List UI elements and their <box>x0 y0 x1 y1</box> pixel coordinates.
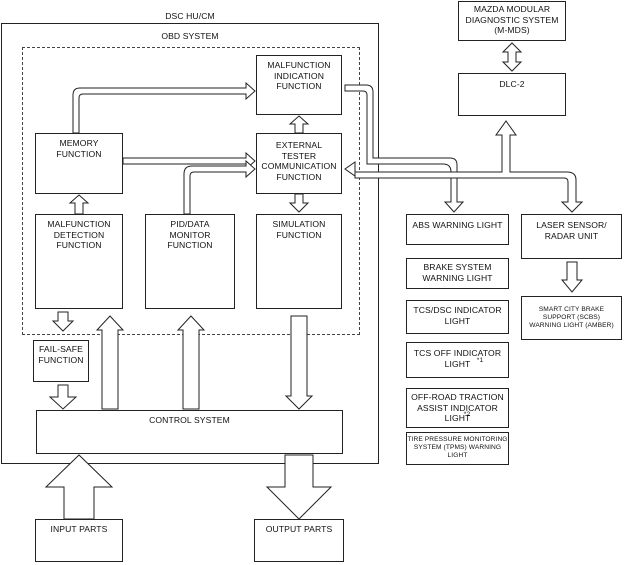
arrow-tester-to-indication <box>288 115 310 134</box>
scbs-warning-block <box>521 296 622 340</box>
arrow-tester-to-simulation <box>288 193 310 213</box>
tcs-off-indicator-label: TCS OFF INDICATOR LIGHT <box>413 348 502 369</box>
off-road-traction-block <box>406 388 509 428</box>
arrow-laser-to-scbs <box>560 261 584 293</box>
arrow-input-to-control <box>44 454 114 520</box>
arrow-memory-to-indication <box>72 81 256 134</box>
arrow-control-to-detection <box>95 315 125 410</box>
mds-label: MAZDA MODULAR DIAGNOSTIC SYSTEM (M-MDS) <box>465 4 559 35</box>
arrow-simulation-to-control <box>284 315 314 410</box>
simulation-label: SIMULATION FUNCTION <box>272 219 326 240</box>
tpms-warning-label: TIRE PRESSURE MONITORING SYSTEM (TPMS) W… <box>407 436 508 459</box>
arrow-tester-bus <box>344 120 584 213</box>
fail-safe-block <box>33 340 89 382</box>
pid-data-monitor-block <box>145 214 235 309</box>
input-parts-label: INPUT PARTS <box>50 524 108 534</box>
laser-sensor-block <box>521 214 622 259</box>
arrow-pid-to-tester <box>183 159 256 215</box>
arrow-control-to-pid <box>176 315 206 410</box>
arrow-detection-to-failsafe <box>51 311 75 332</box>
malfunction-indication-label: MALFUNCTION INDICATION FUNCTION <box>267 60 331 91</box>
tpms-warning-block <box>406 432 509 465</box>
arrow-failsafe-to-control <box>48 384 78 410</box>
tcs-off-footnote: *1 <box>476 357 484 364</box>
external-tester-block <box>256 133 342 194</box>
memory-block <box>35 133 123 194</box>
laser-sensor-label: LASER SENSOR/ RADAR UNIT <box>536 220 607 241</box>
tcs-off-indicator-block <box>406 342 509 378</box>
abs-warning-label: ABS WARNING LIGHT <box>412 220 503 230</box>
arrow-control-to-output <box>265 454 333 520</box>
arrow-detection-to-memory <box>68 194 90 215</box>
off-road-footnote: *2 <box>463 411 471 418</box>
mds-block <box>458 1 566 41</box>
dlc2-block <box>458 73 566 116</box>
brake-system-warning-label: BRAKE SYSTEM WARNING LIGHT <box>422 262 493 283</box>
obd-system-title: OBD SYSTEM <box>161 31 219 41</box>
external-tester-label: EXTERNAL TESTER COMMUNICATION FUNCTION <box>261 140 337 182</box>
arrow-indication-to-lights <box>344 84 465 213</box>
pid-data-monitor-label: PID/DATA MONITOR FUNCTION <box>167 219 213 250</box>
tcs-dsc-indicator-label: TCS/DSC INDICATOR LIGHT <box>413 305 502 326</box>
malfunction-detection-label: MALFUNCTION DETECTION FUNCTION <box>47 219 111 250</box>
control-system-label: CONTROL SYSTEM <box>149 415 230 425</box>
brake-system-warning-block <box>406 258 509 289</box>
scbs-warning-label: SMART CITY BRAKE SUPPORT (SCBS) WARNING … <box>529 306 614 329</box>
abs-warning-block <box>406 214 509 245</box>
dlc2-label: DLC-2 <box>499 79 525 89</box>
malfunction-indication-block <box>256 55 342 115</box>
tcs-dsc-indicator-block <box>406 300 509 334</box>
memory-label: MEMORY FUNCTION <box>56 138 102 159</box>
output-parts-label: OUTPUT PARTS <box>265 524 333 534</box>
input-parts-block <box>35 519 123 562</box>
simulation-block <box>256 214 342 309</box>
arrow-mds-dlc2 <box>501 42 523 72</box>
off-road-traction-label: OFF-ROAD TRACTION ASSIST INDICATOR LIGHT <box>411 392 504 423</box>
fail-safe-label: FAIL-SAFE FUNCTION <box>38 344 84 365</box>
control-system-block <box>36 410 343 454</box>
dsc-hu-cm-title: DSC HU/CM <box>165 11 215 21</box>
